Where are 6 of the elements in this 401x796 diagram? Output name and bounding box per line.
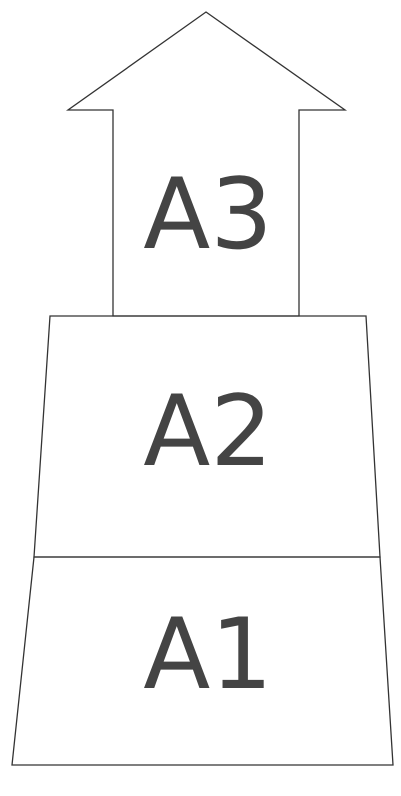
trapezoid-section <box>12 557 393 765</box>
section-label: A2 <box>143 383 273 481</box>
up-arrow-shape <box>68 12 345 316</box>
section-label: A3 <box>143 166 273 264</box>
section-label: A1 <box>143 606 273 704</box>
trapezoid-section <box>34 316 380 557</box>
